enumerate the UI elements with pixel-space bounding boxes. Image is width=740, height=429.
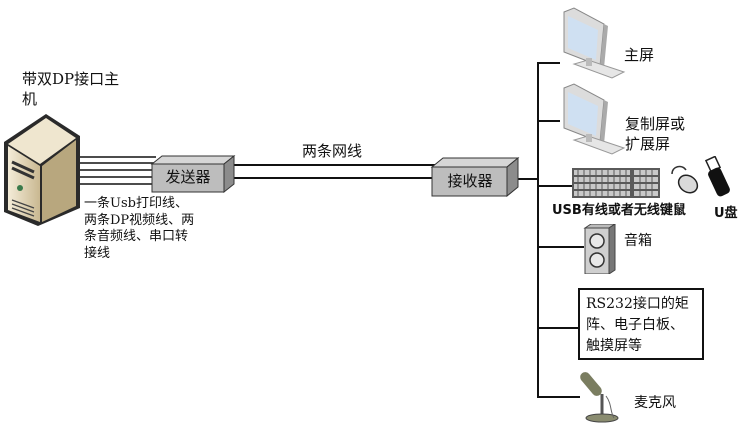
- microphone-label: 麦克风: [634, 395, 676, 411]
- copy-screen-label: 复制屏或 扩展屏: [625, 114, 685, 154]
- usb-drive-label: U盘: [714, 206, 738, 221]
- copy-monitor-icon: [563, 83, 626, 155]
- rs232-line2: 阵、电子白板、: [586, 317, 684, 333]
- microphone-icon: [580, 372, 619, 423]
- speaker-label: 音箱: [624, 233, 652, 249]
- host-cable-bundle: [78, 156, 156, 185]
- bus-branches: [537, 62, 584, 398]
- host-title-line2: 机: [22, 90, 38, 108]
- cables-line4: 接线: [84, 245, 111, 261]
- sender-box: [150, 154, 236, 194]
- keyboard-mouse-label: USB有线或者无线键鼠: [552, 203, 686, 218]
- rs232-line3: 触摸屏等: [586, 338, 642, 354]
- receiver-label: 接收器: [447, 172, 493, 190]
- speaker-icon: [583, 224, 616, 274]
- sender-label: 发送器: [165, 168, 211, 186]
- receiver-box: [430, 156, 520, 198]
- host-computer-icon: [4, 114, 80, 226]
- rs232-line1: RS232接口的矩: [586, 296, 689, 312]
- host-cables-description: 一条Usb打印线、 两条DP视频线、两 条音频线、串口转 接线: [84, 196, 194, 262]
- network-cables: [232, 164, 435, 179]
- cables-line2: 两条DP视频线、两: [84, 212, 195, 228]
- host-title-line1: 带双DP接口主: [22, 70, 120, 88]
- main-monitor-icon: [563, 7, 626, 79]
- mouse-icon: [671, 165, 699, 194]
- keyboard-icon: [572, 168, 660, 198]
- cables-line3: 条音频线、串口转: [84, 229, 189, 244]
- rs232-devices-box: RS232接口的矩 阵、电子白板、 触摸屏等: [578, 288, 704, 360]
- copy-screen-line2: 扩展屏: [625, 135, 671, 153]
- main-screen-label: 主屏: [624, 46, 655, 64]
- cables-line1: 一条Usb打印线、: [84, 196, 188, 211]
- host-title: 带双DP接口主 机: [22, 69, 119, 109]
- network-cables-label: 两条网线: [302, 142, 363, 160]
- copy-screen-line1: 复制屏或: [625, 115, 686, 133]
- usb-drive-icon: [704, 156, 730, 197]
